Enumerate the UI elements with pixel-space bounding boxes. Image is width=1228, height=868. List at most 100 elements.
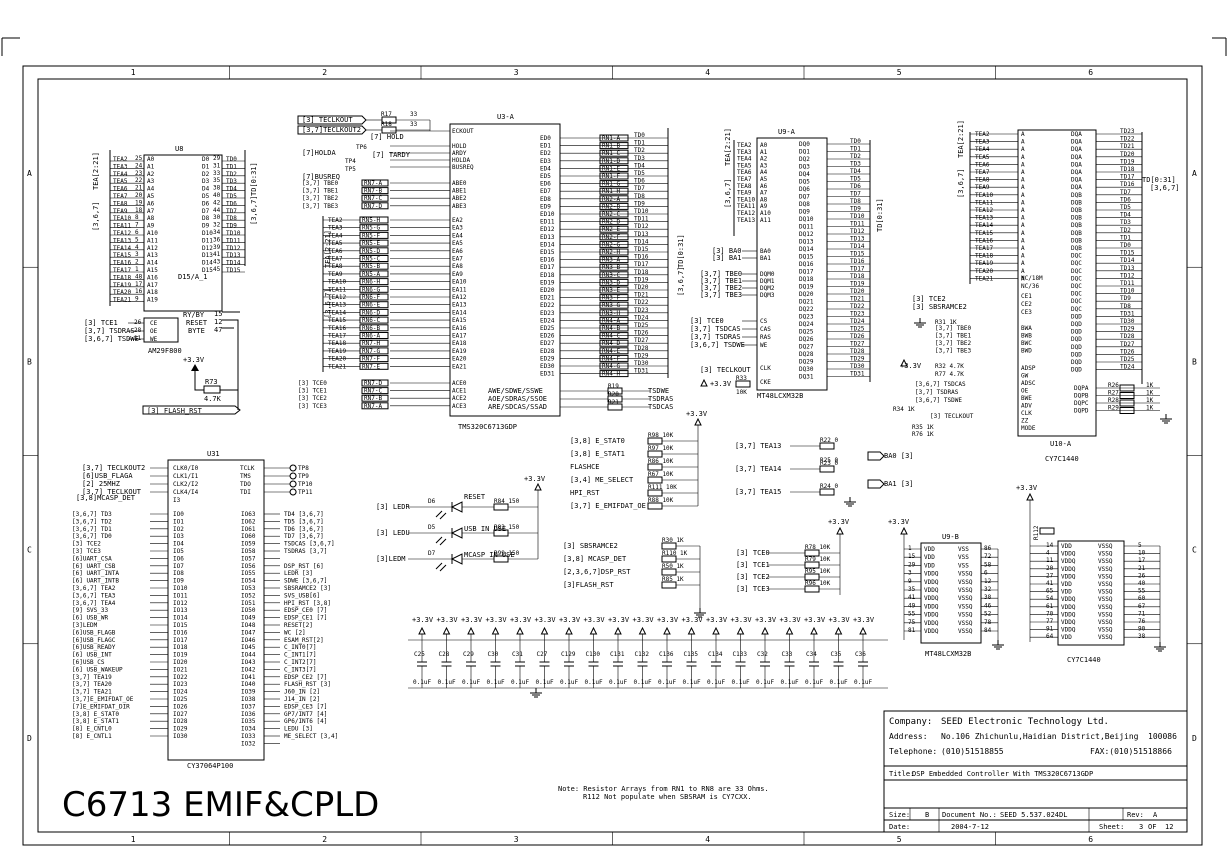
rn8-body [361,402,389,410]
u3a-td-net: TD21 [634,292,649,299]
cap-value: 0.1uF [585,679,603,686]
mid-res-vcc-arrow [694,417,702,426]
u10-a-pin: A [1021,230,1025,237]
u10-a-net: TEA12 [975,207,993,214]
u3a-left-pin: EA6 [452,248,463,255]
u10-dq-pin: DQC [1071,260,1082,267]
u8-byte: BYTE [188,327,205,335]
u31-right-pin: IO37 [241,703,256,710]
u3a-right-pin: ED3 [540,158,551,165]
rn-right-body [599,370,629,378]
u31-left-pin: IO28 [173,718,188,725]
u9a-dq-pin: DQ13 [799,239,814,246]
cap-vcc: +3.3V [853,616,875,624]
rn-label: RN6-C [362,317,380,324]
u3a-td-net: TD9 [634,200,645,207]
u9a-dq-net: TD13 [850,236,865,243]
tce-net: [3] TCE3 [736,585,770,593]
r112-body [1039,527,1055,535]
u3a-bottom-net: TSDWE [648,387,669,395]
cap-vcc: +3.3V [535,616,557,624]
u9a-a-pin: A11 [760,217,771,224]
u3a-right-pin: ED8 [540,196,551,203]
rn-right-label: RN2-E [602,226,620,233]
rn-right-label: RN2-H [602,249,620,256]
u9a-be-net: [3,7] TBE3 [700,291,742,299]
u10b-left-pin: VDDQ [1061,596,1076,603]
u8-d-pinno: 41 [213,251,221,258]
u3a-right-pin: ED5 [540,173,551,180]
u8-d-pinno: 39 [213,244,221,251]
u10b-right-pin: VSSQ [1098,589,1113,596]
u9a-dq-net: TD30 [850,363,865,370]
u3a-left-pin: EA8 [452,263,463,270]
u3a-td-net: TD26 [634,330,649,337]
u8-a-net: TEA7 [113,193,128,200]
u10-a-net: TEA19 [975,260,993,267]
u10-a-net: TEA21 [975,275,993,282]
u31-right-pin: IO51 [241,600,256,607]
u8-a-pinno: 48 [135,273,143,280]
mid-res2-ref: R30 1K [662,537,684,544]
u10b-left-pin: VDDQ [1061,627,1076,634]
decoupling-caps: +3.3VC250.1uF+3.3VC280.1uF+3.3VC290.1uF+… [408,616,888,698]
rn7-body [361,194,389,202]
u31-left-pin: IO23 [173,681,188,688]
rn-right-body [599,278,629,286]
u9b-left-pin: VDDQ [924,620,939,627]
u8-a-pin: A9 [147,223,155,230]
u8-a-pin: A10 [147,230,158,237]
rn-right-label: RN3-F [602,295,620,302]
u31-right-pin: IO47 [241,629,256,636]
u10b-right-pin: VSSQ [1098,543,1113,550]
rn-right-body [599,263,629,271]
u9b-left-pin: VDDQ [924,628,939,635]
u9b-right-pinno: 6 [984,570,988,577]
u31-left-net: [9] SVS_33 [72,607,109,614]
u31-left-pin: IO14 [173,615,188,622]
u10-part: CY7C1440 [1045,455,1079,463]
u9a-a-pin: A3 [760,162,768,169]
u10-a-pin: A [1021,146,1025,153]
u31-right-pin: IO44 [241,652,256,659]
tb-rev: A [1153,811,1158,819]
u9b-right-pin: VSSQ [958,587,973,594]
u31-right-pin: IO56 [241,563,256,570]
u10-dq-pin: DQB [1071,245,1082,252]
ba0-port [867,451,885,461]
u10-dqp-r: R28 [1108,397,1119,404]
u3a-td-net: TD31 [634,368,649,375]
u3a-ea-net: TEA10 [328,279,346,286]
u31-right-pin: IO46 [241,637,256,644]
tce-net: [3] TCE2 [736,573,770,581]
rn-right-label: RN2-D [602,219,620,226]
rn-right-body [599,240,629,248]
cap-ref: C134 [708,651,723,658]
u10-dq-pin: DQA [1071,154,1082,161]
u3a-dsp: U3-A TMS320C6713GDP ECKOUTHOLDHOLDAARDYB… [297,111,685,431]
u10-dq-net: TD9 [1120,295,1131,302]
u8-a-pin: A0 [147,156,155,163]
u3a-right-pin: ED26 [540,333,555,340]
u3a-right-pin: ED18 [540,272,555,279]
u10-a-pin: A [1021,139,1025,146]
r25-ref: R25 0 [820,457,838,464]
u10b-right-pin: VSSQ [1098,551,1113,558]
u8-body [143,154,223,312]
u31-right-net: TSDRAS [3,7] [284,548,327,555]
u8-d-pinno: 31 [213,162,221,169]
u8-a-pinno: 9 [135,296,139,303]
u8-a-net: TEA12 [113,230,131,237]
u10-dq-net: TD24 [1120,364,1135,371]
u3a-right-pin: ED20 [540,287,555,294]
u8-d-pinno: 42 [213,199,221,206]
u9a-dq-pin: DQ31 [799,374,814,381]
u10-dq-pin: DQB [1071,237,1082,244]
testpoint-icon [289,488,297,496]
u9a-body [756,137,828,391]
u9a-a-net: TEA7 [737,176,752,183]
rn-right-body [599,301,629,309]
